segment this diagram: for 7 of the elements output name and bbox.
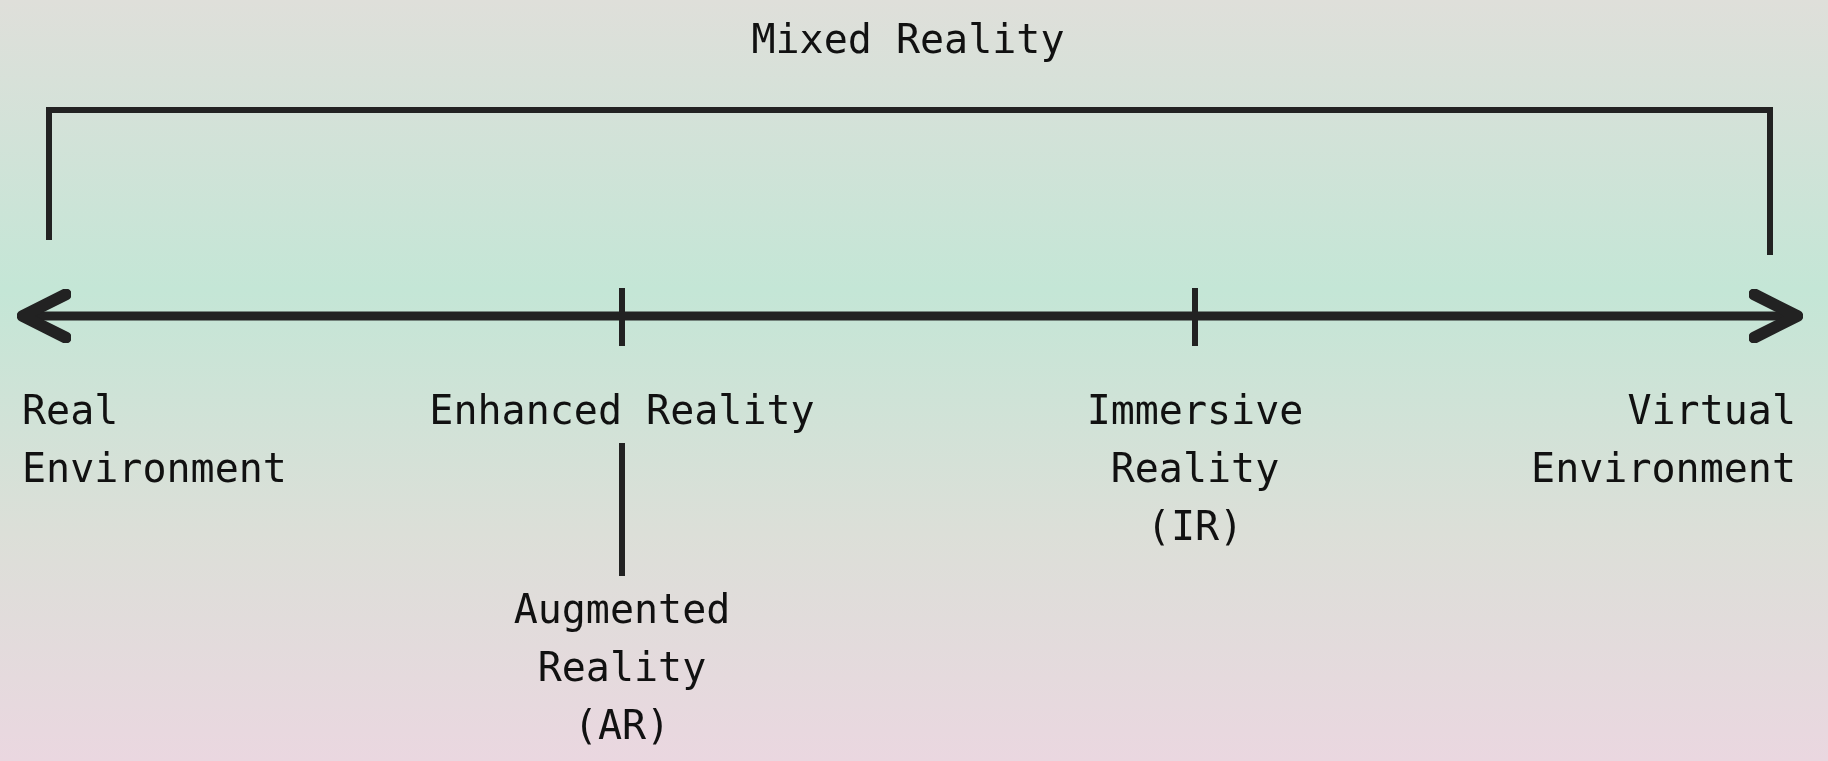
bracket-label: Mixed Reality	[750, 15, 1066, 64]
scale-label: Real Environment	[22, 381, 302, 497]
connector-line	[619, 443, 625, 576]
scale-label: Virtual Environment	[1516, 381, 1796, 497]
scale-label: Immersive Reality (IR)	[1055, 381, 1335, 555]
scale-label: Enhanced Reality	[422, 381, 822, 439]
scale-label: Augmented Reality (AR)	[482, 580, 762, 754]
